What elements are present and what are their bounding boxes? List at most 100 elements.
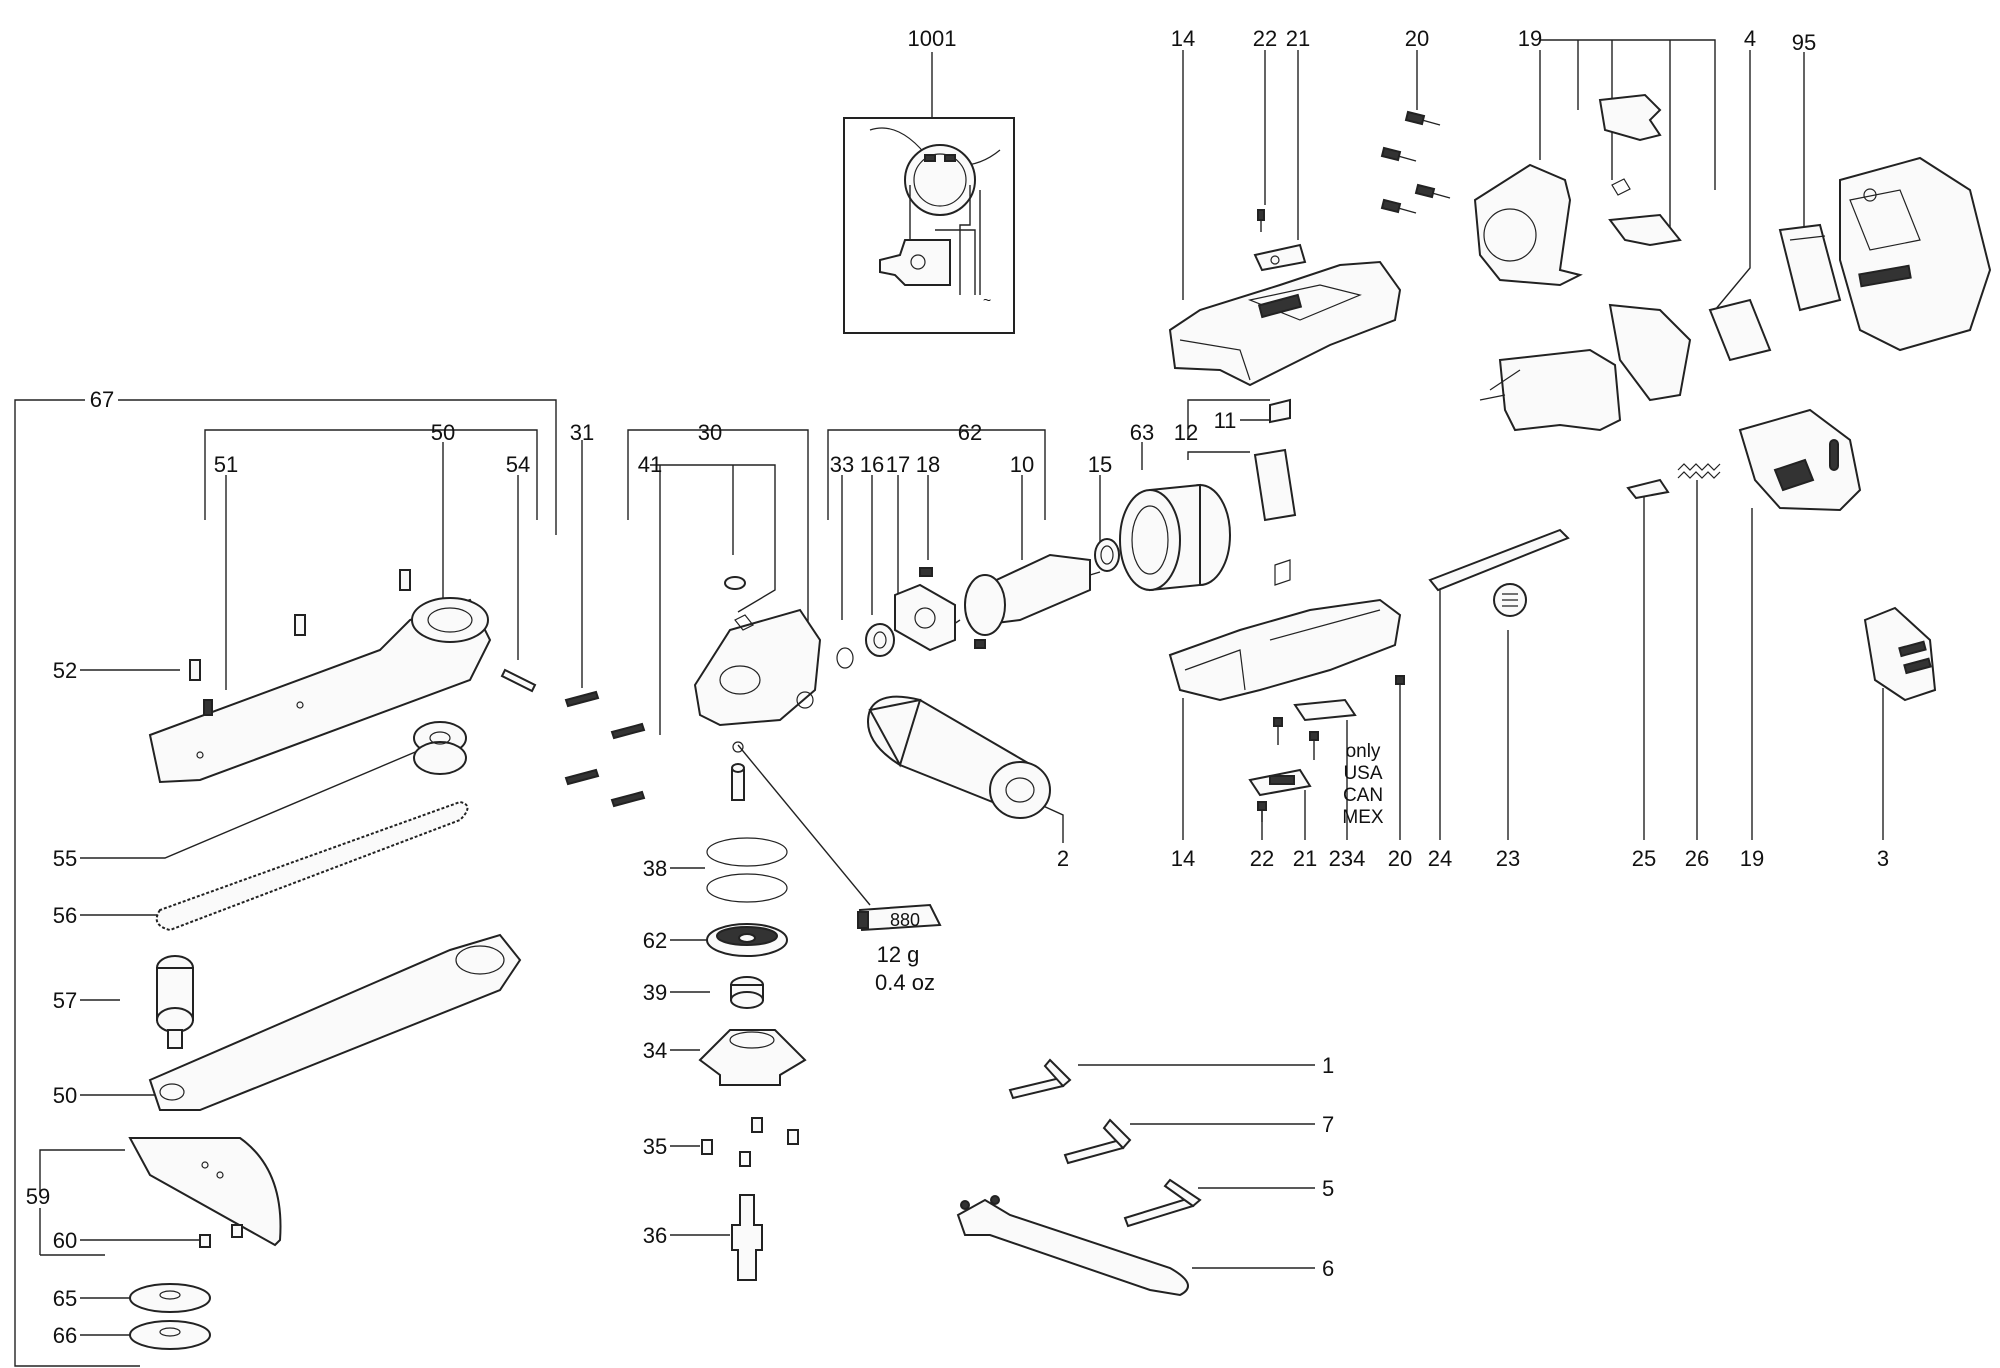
callout-36: 36 xyxy=(643,1223,667,1248)
grease-tube-label: 880 xyxy=(890,910,920,930)
callout-54: 54 xyxy=(506,452,530,477)
callout-24: 24 xyxy=(1428,846,1452,871)
screw-18 xyxy=(919,567,986,649)
circlip-33 xyxy=(836,647,854,669)
clamp-nut-66 xyxy=(129,1320,211,1350)
callout-39: 39 xyxy=(643,980,667,1005)
clip-11 xyxy=(1269,398,1291,424)
lock-pin-41 xyxy=(731,741,745,801)
callout-62-top: 62 xyxy=(958,420,982,445)
sleeve-63 xyxy=(1119,483,1231,592)
callout-60: 60 xyxy=(53,1228,77,1253)
bevel-gear-62 xyxy=(706,923,788,957)
gear-arm-50-lower xyxy=(148,933,522,1111)
callout-67: 67 xyxy=(90,387,114,412)
callout-22-top: 22 xyxy=(1253,26,1277,51)
side-handle-2 xyxy=(867,695,1051,819)
callout-20-top: 20 xyxy=(1405,26,1429,51)
gear-arm-50-upper xyxy=(148,597,492,784)
callout-2: 2 xyxy=(1057,846,1069,871)
callout-16: 16 xyxy=(860,452,884,477)
pulley-57 xyxy=(156,955,194,1049)
callout-18: 18 xyxy=(916,452,940,477)
o-rings-38 xyxy=(706,837,788,903)
flange-65 xyxy=(129,1283,211,1313)
bearing-15 xyxy=(1094,538,1120,572)
callout-33: 33 xyxy=(830,452,854,477)
screws-35 xyxy=(701,1117,799,1167)
region-note-line-1: only xyxy=(1346,741,1381,762)
callout-21-top: 21 xyxy=(1286,26,1310,51)
upper-housing xyxy=(1168,209,1402,387)
wiring-diagram-box: ~ xyxy=(843,117,1015,334)
region-note-line-3: CAN xyxy=(1343,785,1383,806)
spindle-36 xyxy=(731,1194,763,1281)
callout-57: 57 xyxy=(53,988,77,1013)
callout-26: 26 xyxy=(1685,846,1709,871)
callout-11: 11 xyxy=(1214,408,1237,433)
callout-55: 55 xyxy=(53,846,77,871)
callout-50-lower: 50 xyxy=(53,1083,77,1108)
callout-31: 31 xyxy=(570,420,594,445)
callout-10: 10 xyxy=(1010,452,1034,477)
guard-59 xyxy=(128,1137,282,1247)
callout-59: 59 xyxy=(26,1184,50,1209)
lower-housing xyxy=(1168,598,1402,722)
label-plate-4 xyxy=(1708,298,1772,362)
bearing-16 xyxy=(865,623,895,657)
screws-31 xyxy=(564,690,646,808)
screw-60 xyxy=(199,1224,243,1248)
armature-10 xyxy=(944,553,1101,636)
callout-234: 234 xyxy=(1329,846,1366,871)
leader-lines xyxy=(14,39,1884,1367)
callout-5: 5 xyxy=(1322,1176,1334,1201)
callout-51: 51 xyxy=(214,452,238,477)
gear-head-30 xyxy=(693,576,822,727)
callout-35: 35 xyxy=(643,1134,667,1159)
callout-labels: 1001 14 22 21 20 19 4 95 67 50 51 54 31 … xyxy=(26,26,1889,1348)
electronics-module xyxy=(1479,303,1692,432)
callout-19-top: 19 xyxy=(1518,26,1542,51)
svg-text:~: ~ xyxy=(983,292,991,308)
callout-14-bottom: 14 xyxy=(1171,846,1195,871)
bearing-plate-17 xyxy=(894,583,956,652)
callout-23: 23 xyxy=(1496,846,1520,871)
screws-52 xyxy=(189,569,411,681)
callout-50-top: 50 xyxy=(431,420,455,445)
bracket-12 xyxy=(1253,448,1297,586)
callout-34: 34 xyxy=(643,1038,667,1063)
callout-20-bottom: 20 xyxy=(1388,846,1412,871)
callout-19-bottom: 19 xyxy=(1740,846,1764,871)
rear-cover-19 xyxy=(1738,408,1862,512)
callout-52: 52 xyxy=(53,658,77,683)
callout-17: 17 xyxy=(886,452,910,477)
callout-12: 12 xyxy=(1174,420,1198,445)
callout-63: 63 xyxy=(1130,420,1154,445)
hex-key-7 xyxy=(1063,1118,1132,1165)
callout-21-bottom: 21 xyxy=(1293,846,1317,871)
callout-56: 56 xyxy=(53,903,77,928)
latch-25 xyxy=(1626,478,1670,500)
pin-spanner-6 xyxy=(956,1195,1189,1297)
callout-7: 7 xyxy=(1322,1112,1334,1137)
callout-65: 65 xyxy=(53,1286,77,1311)
grease-amount-imperial: 0.4 oz xyxy=(875,970,935,995)
callout-6: 6 xyxy=(1322,1256,1334,1281)
button-21-lower xyxy=(1248,768,1312,797)
callout-4: 4 xyxy=(1744,26,1756,51)
screw-54 xyxy=(500,668,537,693)
callout-66: 66 xyxy=(53,1323,77,1348)
region-note-line-4: MEX xyxy=(1342,807,1384,828)
region-note-line-2: USA xyxy=(1343,763,1382,784)
pulley-55 xyxy=(413,721,467,775)
callout-38: 38 xyxy=(643,856,667,881)
grease-tube xyxy=(857,903,942,932)
grease-amount-metric: 12 g xyxy=(877,942,920,967)
callout-30: 30 xyxy=(698,420,722,445)
cap-23 xyxy=(1493,583,1527,617)
callout-14-top: 14 xyxy=(1171,26,1195,51)
callout-15: 15 xyxy=(1088,452,1112,477)
pin-51 xyxy=(203,699,213,716)
switch-cover-assembly xyxy=(1473,93,1682,287)
